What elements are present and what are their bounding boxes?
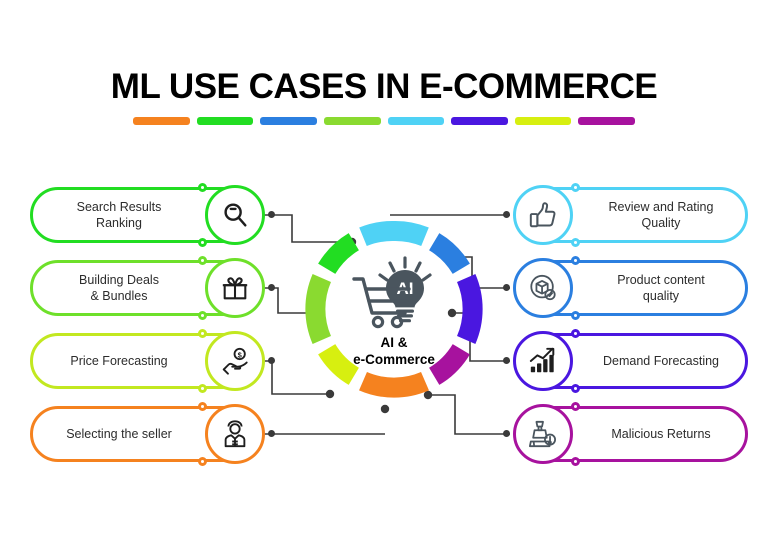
- card-label-line1: Search Results: [76, 200, 162, 214]
- accent-seg-6: [451, 117, 508, 125]
- card-connector-anchor: [503, 284, 510, 291]
- card-junction-dot-bottom: [571, 457, 580, 466]
- card-junction-dot-top: [198, 329, 207, 338]
- svg-text:$: $: [238, 350, 243, 359]
- hand-with-coin-icon: $: [222, 347, 248, 375]
- card-icon-circle: [205, 258, 265, 318]
- card-connector-anchor: [268, 430, 275, 437]
- ring-seg-magenta: [428, 343, 470, 385]
- card-label: Review and Rating Quality: [578, 187, 744, 243]
- card-label: Search Results Ranking: [36, 187, 202, 243]
- bar-chart-arrow-icon: [529, 347, 555, 373]
- card-icon-circle: [205, 404, 265, 464]
- card-junction-dot-top: [198, 256, 207, 265]
- ring-seg-cyan: [359, 221, 429, 247]
- card-label-line1: Malicious Returns: [611, 427, 711, 441]
- accent-seg-4: [323, 117, 381, 125]
- card-label: Demand Forecasting: [578, 333, 744, 389]
- card-label: Price Forecasting: [36, 333, 202, 389]
- card-icon-circle: [513, 331, 573, 391]
- card-connector-anchor: [268, 284, 275, 291]
- ring-seg-green: [318, 233, 360, 275]
- returns-package-icon: [528, 420, 556, 448]
- seller-person-icon: [224, 420, 246, 448]
- card-junction-dot-top: [571, 402, 580, 411]
- accent-seg-8: [578, 117, 635, 125]
- title-block: ML USE CASES IN E-COMMERCE: [0, 66, 768, 125]
- page-title: ML USE CASES IN E-COMMERCE: [110, 67, 658, 106]
- card-search-results-ranking[interactable]: Search Results Ranking: [30, 183, 275, 247]
- thumbs-up-icon: [529, 202, 556, 228]
- card-connector-anchor: [503, 430, 510, 437]
- card-price-forecasting[interactable]: Price Forecasting $: [30, 329, 275, 393]
- card-label: Product content quality: [578, 260, 744, 316]
- card-label-line1: Price Forecasting: [70, 354, 168, 368]
- ring-seg-orange: [359, 371, 429, 398]
- card-malicious-returns[interactable]: Malicious Returns: [503, 402, 748, 466]
- card-junction-dot-top: [571, 183, 580, 192]
- card-junction-dot-bottom: [198, 384, 207, 393]
- card-label-line2: quality: [642, 289, 680, 303]
- card-label-line2: Ranking: [96, 216, 142, 230]
- card-junction-dot-top: [571, 329, 580, 338]
- card-label: Malicious Returns: [578, 406, 744, 462]
- card-label-line1: Review and Rating: [608, 200, 714, 214]
- magnifier-icon: [224, 203, 247, 227]
- card-label-line1: Selecting the seller: [66, 427, 172, 441]
- accent-seg-5: [387, 117, 445, 125]
- ring-seg-lime: [305, 274, 332, 344]
- card-review-and-rating-quality[interactable]: Review and Rating Quality: [503, 183, 748, 247]
- accent-seg-3: [260, 117, 317, 125]
- card-label-line1: Building Deals: [79, 273, 159, 287]
- card-junction-dot-bottom: [198, 457, 207, 466]
- card-demand-forecasting[interactable]: Demand Forecasting: [503, 329, 748, 393]
- card-connector-anchor: [268, 357, 275, 364]
- card-connector-anchor: [268, 211, 275, 218]
- card-label: Selecting the seller: [36, 406, 202, 462]
- card-label-line2: Quality: [641, 216, 681, 230]
- center-donut-ring: [305, 221, 483, 398]
- card-icon-circle: [513, 404, 573, 464]
- card-label-line2: & Bundles: [90, 289, 148, 303]
- card-label-line1: Demand Forecasting: [602, 354, 720, 368]
- gift-box-icon: [222, 277, 248, 300]
- card-product-content-quality[interactable]: Product content quality: [503, 256, 748, 320]
- card-junction-dot-bottom: [571, 238, 580, 247]
- card-label: Building Deals & Bundles: [36, 260, 202, 316]
- accent-seg-2: [196, 117, 254, 125]
- card-junction-dot-bottom: [571, 384, 580, 393]
- product-box-badge-icon: [530, 274, 556, 301]
- card-icon-circle: [205, 185, 265, 245]
- card-icon-circle: [513, 258, 573, 318]
- accent-seg-1: [133, 117, 190, 125]
- card-connector-anchor: [503, 211, 510, 218]
- card-connector-anchor: [503, 357, 510, 364]
- card-icon-circle: [513, 185, 573, 245]
- card-junction-dot-top: [571, 256, 580, 265]
- accent-bar: [133, 117, 635, 125]
- card-junction-dot-top: [198, 183, 207, 192]
- ring-seg-blue: [428, 233, 470, 275]
- card-junction-dot-top: [198, 402, 207, 411]
- card-building-deals-bundles[interactable]: Building Deals & Bundles: [30, 256, 275, 320]
- accent-seg-7: [514, 117, 572, 125]
- card-icon-circle: $: [205, 331, 265, 391]
- ring-dot-orange: [380, 404, 390, 414]
- card-junction-dot-bottom: [198, 238, 207, 247]
- ring-seg-violet: [456, 274, 483, 344]
- card-junction-dot-bottom: [571, 311, 580, 320]
- ring-seg-yellow: [318, 343, 360, 385]
- card-junction-dot-bottom: [198, 311, 207, 320]
- card-selecting-the-seller[interactable]: Selecting the seller: [30, 402, 275, 466]
- card-label-line1: Product content: [617, 273, 705, 287]
